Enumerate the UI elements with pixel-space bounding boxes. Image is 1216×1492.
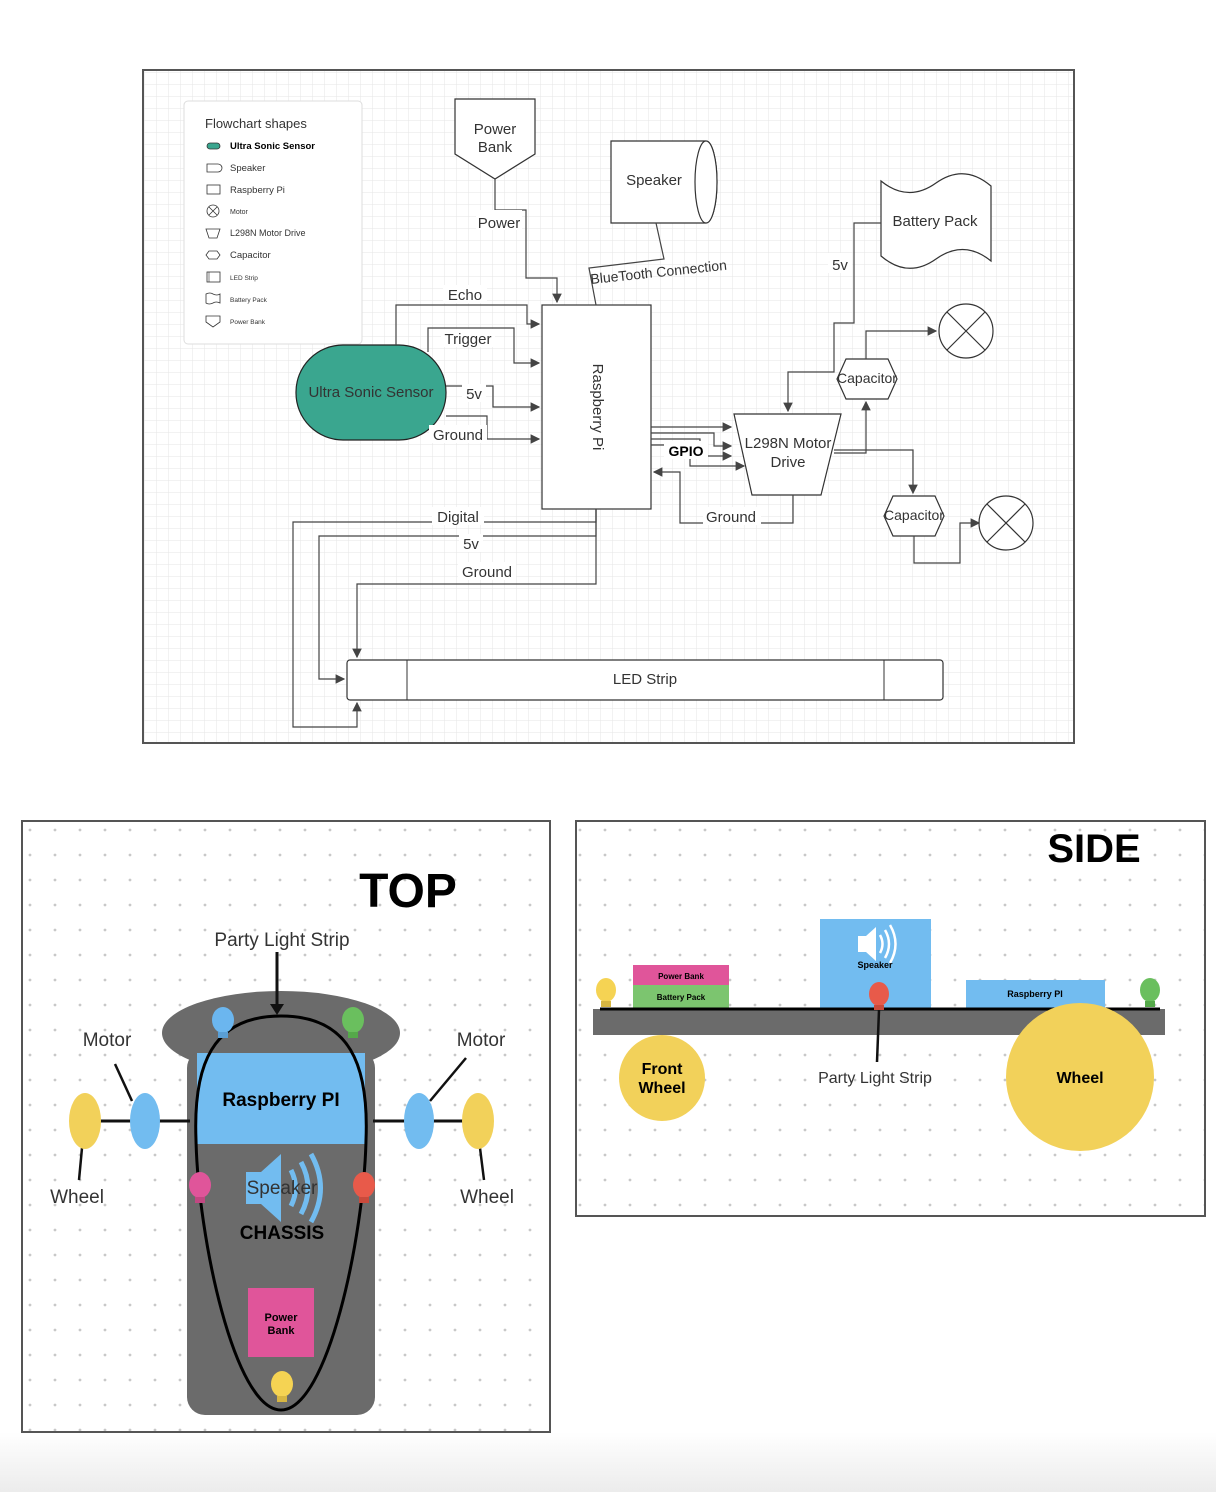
legend: Flowchart shapes Ultra Sonic Sensor Spea… — [183, 100, 363, 345]
top-motor-right-label: Motor — [457, 1030, 506, 1051]
svg-text:Drive: Drive — [770, 454, 805, 471]
svg-text:Power: Power — [474, 121, 517, 138]
legend-item-capacitor: Capacitor — [230, 250, 271, 261]
bottom-fade — [0, 1432, 1216, 1492]
svg-text:Wheel: Wheel — [1056, 1070, 1103, 1087]
side-speaker-icon — [858, 924, 897, 964]
side-view-panel: SIDE Power Bank Battery Pack Speaker Ras… — [575, 820, 1206, 1217]
svg-text:Raspberry PI: Raspberry PI — [1007, 989, 1063, 999]
svg-text:Raspberry PI: Raspberry PI — [222, 1090, 339, 1111]
svg-text:Battery Pack: Battery Pack — [657, 993, 706, 1002]
svg-text:Power: Power — [264, 1312, 298, 1324]
svg-text:Capacitor: Capacitor — [837, 370, 897, 386]
svg-text:Raspberry Pi: Raspberry Pi — [589, 364, 606, 451]
svg-text:Bank: Bank — [478, 139, 513, 156]
legend-item-ultrasonic: Ultra Sonic Sensor — [230, 141, 315, 152]
top-motor-left-label: Motor — [83, 1030, 132, 1051]
motor-right — [404, 1093, 434, 1149]
battery-pack-node: Battery Pack — [880, 173, 992, 269]
svg-text:Power Bank: Power Bank — [658, 972, 704, 981]
speaker-node: Speaker — [610, 140, 718, 224]
svg-text:Bank: Bank — [268, 1325, 296, 1337]
svg-text:Capacitor: Capacitor — [884, 507, 944, 523]
side-bulb-green — [1140, 978, 1160, 1007]
svg-text:LED Strip: LED Strip — [613, 671, 677, 688]
side-bulb-yellow — [596, 978, 616, 1007]
svg-text:Speaker: Speaker — [857, 960, 893, 970]
wires — [292, 179, 981, 728]
top-wheel-left-label: Wheel — [50, 1187, 104, 1208]
led-strip-node: LED Strip — [346, 659, 944, 701]
legend-item-battery-pack: Battery Pack — [230, 297, 268, 304]
wheel-right — [462, 1093, 494, 1149]
legend-item-motor-drive: L298N Motor Drive — [230, 228, 306, 238]
label-5v-led: 5v — [463, 536, 479, 553]
legend-title: Flowchart shapes — [205, 116, 307, 131]
label-ground-led: Ground — [462, 564, 512, 581]
party-light-loop — [194, 1014, 368, 1412]
legend-item-speaker: Speaker — [230, 163, 265, 174]
svg-text:Speaker: Speaker — [626, 172, 682, 189]
top-party-light-label: Party Light Strip — [214, 930, 349, 951]
capacitor-node-2: Capacitor — [883, 495, 945, 537]
raspberry-pi-node: Raspberry Pi — [541, 304, 652, 510]
label-echo: Echo — [448, 287, 482, 304]
label-ground-sensor: Ground — [433, 427, 483, 444]
top-raspberry-pi — [197, 1053, 365, 1144]
motor-node-1 — [938, 303, 994, 359]
side-wheel — [1006, 1003, 1154, 1151]
side-front-wheel — [619, 1035, 705, 1121]
side-power-bank — [633, 965, 729, 985]
svg-text:L298N Motor: L298N Motor — [745, 435, 832, 452]
motor-node-2 — [978, 495, 1034, 551]
bulb-yellow-top — [271, 1371, 293, 1402]
label-5v-sensor: 5v — [466, 386, 482, 403]
label-ground-drive: Ground — [706, 509, 756, 526]
motor-drive-node: L298N Motor Drive — [733, 413, 842, 496]
wheel-left — [69, 1093, 101, 1149]
svg-text:Battery Pack: Battery Pack — [892, 213, 978, 230]
label-digital: Digital — [437, 509, 479, 526]
side-battery-pack — [633, 985, 729, 1009]
motor-left — [130, 1093, 160, 1149]
label-gpio: GPIO — [668, 443, 703, 459]
capacitor-node-1: Capacitor — [836, 358, 898, 400]
legend-item-raspberry-pi: Raspberry Pi — [230, 185, 285, 196]
flowchart-panel: Flowchart shapes Ultra Sonic Sensor Spea… — [142, 69, 1075, 744]
top-view-title: TOP — [359, 865, 457, 918]
speaker-icon — [246, 1152, 323, 1224]
bulb-pink-top — [189, 1172, 211, 1203]
side-view-title: SIDE — [1047, 827, 1140, 871]
side-party-light-label: Party Light Strip — [818, 1070, 932, 1087]
svg-text:Ultra Sonic Sensor: Ultra Sonic Sensor — [308, 384, 433, 401]
legend-item-led-strip: LED Strip — [230, 275, 258, 282]
legend-item-motor: Motor — [230, 209, 249, 216]
label-power: Power — [478, 215, 521, 232]
top-speaker-label: Speaker — [247, 1178, 318, 1199]
label-trigger: Trigger — [445, 331, 492, 348]
top-power-bank — [248, 1288, 314, 1357]
bulb-blue-top — [212, 1007, 234, 1038]
power-bank-node: Power Bank — [454, 98, 536, 180]
top-wheel-right-label: Wheel — [460, 1187, 514, 1208]
svg-text:Front: Front — [642, 1061, 684, 1078]
ultrasonic-sensor-node: Ultra Sonic Sensor — [295, 344, 447, 441]
side-bulb-red — [869, 982, 889, 1010]
top-view-panel: TOP Raspberry PI Speaker CHASSIS Power B… — [21, 820, 551, 1433]
bulb-red-top — [353, 1172, 375, 1203]
legend-item-power-bank: Power Bank — [230, 319, 266, 326]
chassis-label: CHASSIS — [240, 1223, 324, 1244]
bulb-green-top — [342, 1007, 364, 1038]
svg-text:Wheel: Wheel — [638, 1080, 685, 1097]
label-5v-battery: 5v — [832, 257, 848, 274]
